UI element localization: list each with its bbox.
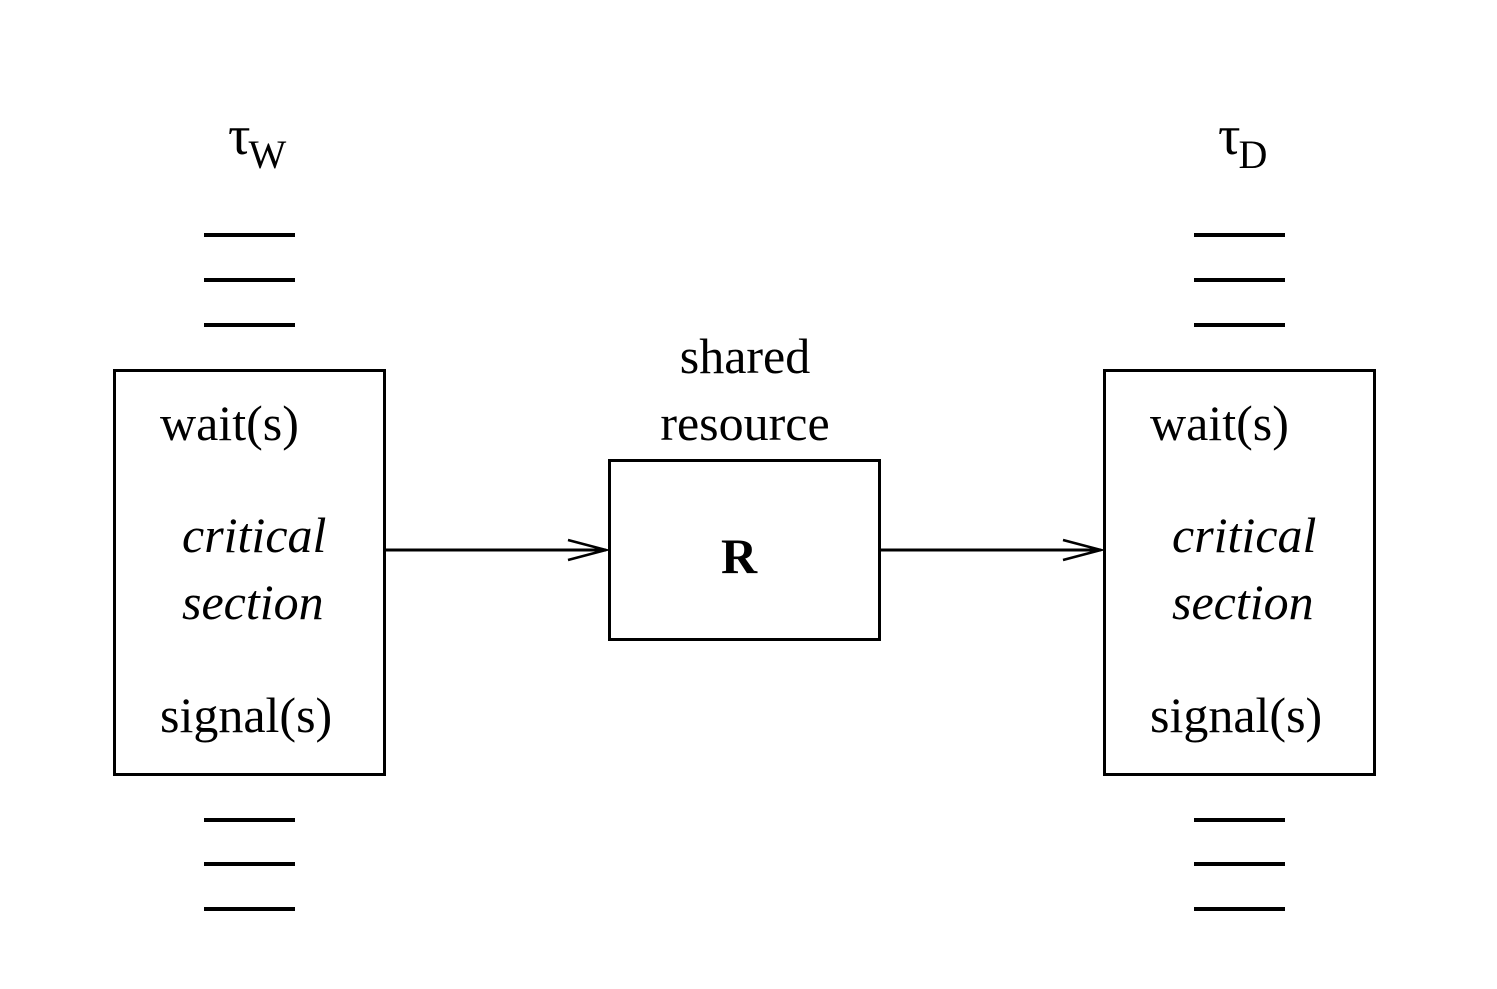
resource-symbol: R — [721, 528, 758, 584]
code-line — [204, 278, 295, 282]
task-w-box — [113, 369, 386, 776]
task-d-box — [1103, 369, 1376, 776]
code-line — [204, 233, 295, 237]
task-d-label: τD — [1218, 108, 1267, 175]
arrow-resource-to-d — [881, 538, 1106, 562]
task-w-label: τW — [228, 108, 286, 175]
shared-resource-label: resource — [660, 395, 830, 451]
tau-symbol: τ — [1218, 105, 1241, 167]
task-w-subscript: W — [248, 132, 287, 177]
code-line — [1194, 818, 1285, 822]
code-line — [1194, 907, 1285, 911]
critical-section-label: section — [1172, 574, 1314, 630]
critical-section-label: section — [182, 574, 324, 630]
signal-label: signal(s) — [1150, 687, 1323, 743]
code-line — [1194, 862, 1285, 866]
wait-label: wait(s) — [1150, 395, 1289, 451]
code-line — [204, 862, 295, 866]
signal-label: signal(s) — [160, 687, 333, 743]
resource-box — [608, 459, 881, 641]
code-line — [204, 818, 295, 822]
code-line — [1194, 278, 1285, 282]
critical-section-label: critical — [182, 507, 327, 563]
wait-label: wait(s) — [160, 395, 299, 451]
code-line — [204, 323, 295, 327]
code-line — [204, 907, 295, 911]
tau-symbol: τ — [228, 105, 251, 167]
critical-section-label: critical — [1172, 507, 1317, 563]
code-line — [1194, 233, 1285, 237]
shared-resource-label: shared — [679, 328, 811, 384]
arrow-w-to-resource — [386, 538, 611, 562]
code-line — [1194, 323, 1285, 327]
task-d-subscript: D — [1238, 132, 1268, 177]
